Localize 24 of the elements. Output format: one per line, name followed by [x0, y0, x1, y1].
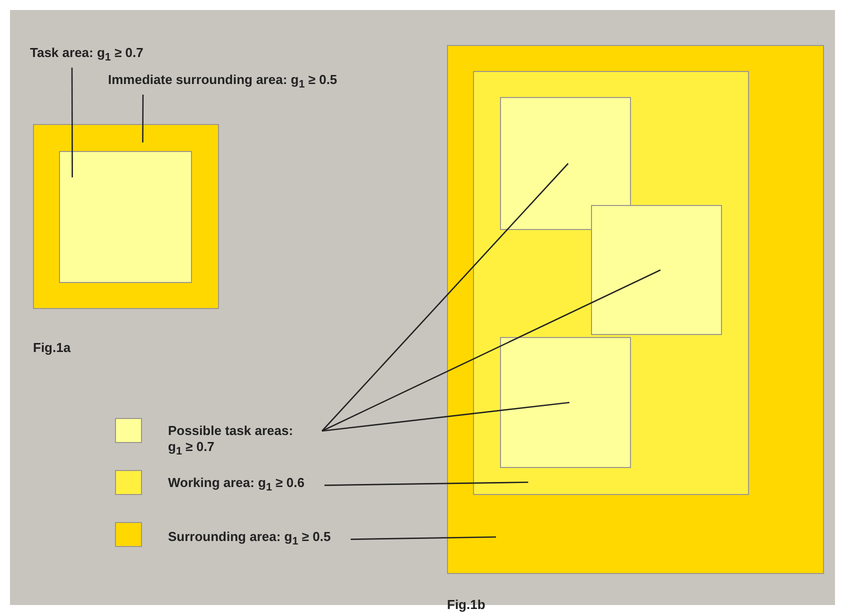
task-area-box — [500, 337, 631, 468]
callout-text: Task area: g$_{1}$ ≥ 0.7 — [30, 45, 144, 66]
legend-swatch — [115, 418, 142, 443]
task-area-box — [59, 151, 192, 283]
legend-swatch — [115, 522, 142, 547]
leader-line — [350, 536, 496, 540]
leader-line — [322, 269, 661, 432]
legend-text: Possible task areas: g$_{1}$ ≥ 0.7 — [168, 423, 308, 460]
legend-text: Surrounding area: g$_{1}$ ≥ 0.5 — [168, 529, 331, 550]
task-area-box — [591, 205, 722, 335]
legend-swatch — [115, 470, 142, 495]
surrounding-area-box — [447, 45, 824, 574]
leader-line — [322, 163, 569, 432]
task-area-box — [500, 97, 631, 230]
leader-line — [322, 402, 570, 432]
figure-label: Fig.1b — [447, 597, 486, 612]
leader-line — [324, 482, 528, 486]
leader-line — [142, 94, 144, 142]
surrounding-area-box — [33, 124, 219, 309]
figure-label: Fig.1a — [33, 340, 71, 355]
working-area-box — [473, 71, 749, 495]
callout-text: Immediate surrounding area: g$_{1}$ ≥ 0.5 — [108, 72, 338, 93]
legend-text: Working area: g$_{1}$ ≥ 0.6 — [168, 475, 304, 496]
leader-line — [71, 68, 73, 178]
